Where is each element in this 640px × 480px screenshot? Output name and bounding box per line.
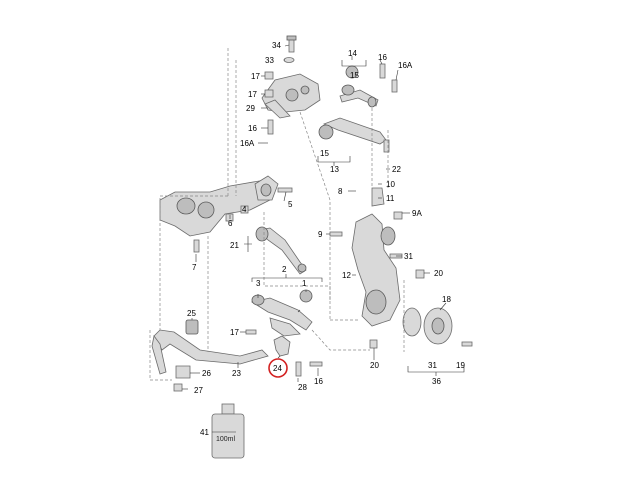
callout-41: 41 (200, 428, 209, 437)
lower-wishbone-2 (250, 289, 313, 337)
coupling-rod-24 (273, 335, 291, 357)
callout-20: 20 (370, 361, 379, 370)
callout-14: 14 (348, 49, 357, 58)
bolt-16c (309, 361, 323, 367)
callout-20: 20 (434, 269, 443, 278)
upper-arm-front (339, 63, 398, 108)
callout-15: 15 (320, 149, 329, 158)
callout-17: 17 (230, 328, 239, 337)
callout-16A: 16A (398, 61, 413, 70)
callout-16: 16 (314, 377, 323, 386)
callout-16A: 16A (240, 139, 255, 148)
callout-16: 16 (248, 124, 257, 133)
callout-3: 3 (256, 279, 261, 288)
nut-6 (225, 213, 234, 222)
track-control-arm-21 (255, 226, 307, 275)
callout-9: 9 (318, 230, 323, 239)
wheel-bearing-housing-12 (351, 187, 401, 327)
bolt-7 (193, 239, 200, 253)
callout-31: 31 (428, 361, 437, 370)
callout-12: 12 (342, 271, 351, 280)
bottle-volume-label: 100ml (216, 436, 236, 443)
callout-16: 16 (378, 53, 387, 62)
callout-27: 27 (194, 386, 203, 395)
nut-17a (264, 71, 274, 80)
callout-24: 24 (273, 364, 282, 373)
nut-17b (264, 89, 274, 98)
nut-4 (240, 205, 249, 214)
callout-6: 6 (228, 219, 233, 228)
subframe (159, 175, 279, 237)
callout-28: 28 (298, 383, 307, 392)
bolt-9 (329, 231, 343, 237)
callout-4: 4 (242, 205, 247, 214)
callout-23: 23 (232, 369, 241, 378)
upper-mount-assembly (261, 73, 321, 119)
callout-7: 7 (192, 263, 197, 272)
bolt-34 (286, 35, 297, 53)
callout-19: 19 (456, 361, 465, 370)
clamp-26 (175, 365, 191, 379)
callouts: 34 33 17 17 29 16 16A 14 15 16 16A 15 13… (187, 41, 465, 443)
callout-26: 26 (202, 369, 211, 378)
callout-1: 1 (302, 279, 307, 288)
assembly-guide-lines (149, 48, 405, 381)
callout-31: 31 (404, 252, 413, 261)
bolt-17c (245, 329, 257, 335)
leader-lines (182, 44, 465, 433)
callout-15: 15 (350, 71, 359, 80)
bolt-28 (295, 361, 302, 377)
callout-34: 34 (272, 41, 281, 50)
bolt-16a (267, 119, 274, 135)
callout-29: 29 (246, 104, 255, 113)
callout-36: 36 (432, 377, 441, 386)
callout-17: 17 (251, 72, 260, 81)
bolt-5 (277, 187, 293, 193)
upper-arm-rear (318, 117, 390, 153)
nut-20b (369, 339, 378, 349)
anti-roll-bar-23 (151, 329, 269, 375)
callout-17: 17 (248, 90, 257, 99)
callout-18: 18 (442, 295, 451, 304)
callout-22: 22 (392, 165, 401, 174)
callout-21: 21 (230, 241, 239, 250)
callout-11: 11 (386, 194, 395, 203)
nut-20a (415, 269, 425, 279)
callout-2: 2 (282, 265, 287, 274)
highlight-ring-24 (268, 358, 288, 378)
callout-10: 10 (386, 180, 395, 189)
bolt-27 (173, 383, 183, 392)
callout-25: 25 (187, 309, 196, 318)
callout-9A: 9A (412, 209, 422, 218)
wheel-hub-18 (402, 307, 473, 347)
callout-8: 8 (338, 187, 343, 196)
callout-13: 13 (330, 165, 339, 174)
grease-bottle-41 (211, 403, 245, 459)
callout-33: 33 (265, 56, 274, 65)
nut-9A (393, 211, 403, 220)
callout-5: 5 (288, 200, 293, 209)
rubber-bush-25 (185, 319, 199, 335)
washer-33 (283, 57, 295, 63)
